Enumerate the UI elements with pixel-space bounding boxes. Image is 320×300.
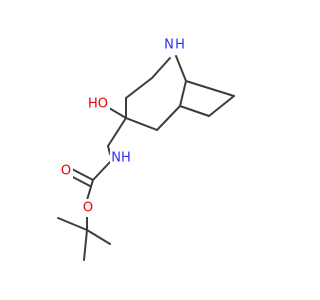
bond-lines (57, 55, 235, 261)
label-bg-hydroxyl (86, 95, 110, 113)
bond-tbu-me1 (57, 217, 88, 231)
hydroxyl-label: HO (88, 97, 108, 112)
carbonyl-oxygen-label: O (61, 164, 71, 179)
label-bg-ester-o (81, 199, 95, 217)
bond-c1-c2 (125, 77, 153, 99)
label-bg-carbamate-n (110, 149, 132, 167)
bond-c5-c6 (179, 105, 210, 117)
bond-c3-c4 (125, 117, 158, 131)
bond-nh-carbonyl (92, 161, 111, 181)
carbamate-nh-label: NH (111, 151, 131, 166)
bridge-hydrogen-label: H (175, 38, 185, 53)
bond-c7-c1 (185, 80, 235, 97)
bond-carbonyl-ester-o (86, 179, 94, 201)
bond-ch2-nh (107, 145, 111, 155)
label-bg-bridge-n (163, 36, 185, 54)
bond-tbu-me3 (83, 229, 88, 261)
atom-labels: N H HO NH O O (59, 36, 185, 217)
ester-oxygen-label: O (83, 201, 93, 216)
bond-n-c1 (151, 57, 171, 79)
bond-c6-c7 (208, 95, 235, 117)
bond-c4-c5 (156, 105, 181, 131)
bond-c5-c1 (179, 80, 187, 107)
bond-tbu-me2 (86, 229, 111, 245)
bond-c3-ch2 (107, 117, 127, 147)
label-bg-carbonyl-o (59, 162, 73, 180)
bond-n-c5 (175, 55, 187, 82)
molecule-structure: N H HO NH O O (57, 36, 235, 261)
bond-carbonyl-o-1 (69, 167, 94, 181)
bridge-nitrogen-label: N (164, 38, 174, 53)
